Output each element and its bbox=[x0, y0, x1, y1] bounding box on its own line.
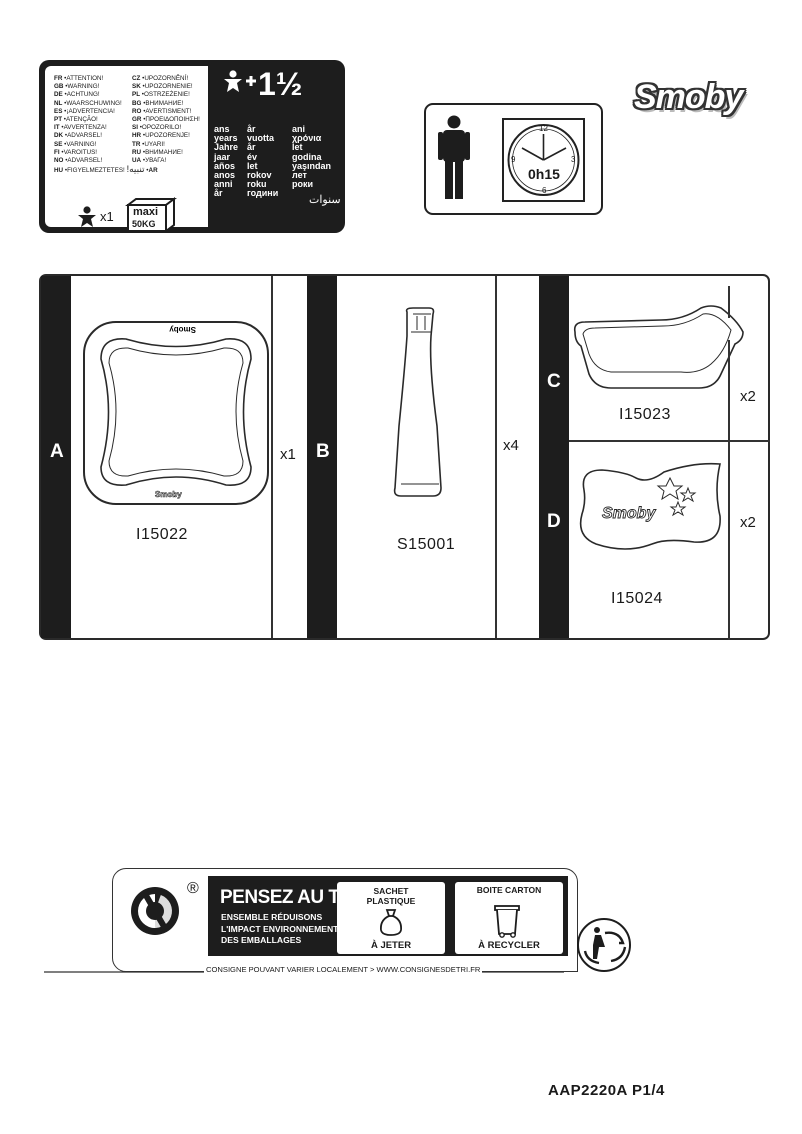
warning-line: NO •ADVARSEL! bbox=[54, 157, 103, 165]
part-letter: C bbox=[547, 371, 561, 392]
warning-line: HR •UPOZORENJE! bbox=[132, 132, 190, 140]
warning-line: SE •VARNING! bbox=[54, 140, 97, 148]
age-number: 1½ bbox=[258, 66, 303, 102]
divider bbox=[569, 440, 770, 442]
warning-line: RO •AVERTISMENT! bbox=[132, 107, 192, 115]
assembly-info-box: 12 3 6 9 0h15 bbox=[424, 103, 603, 215]
part-qty: x2 bbox=[740, 514, 756, 531]
part-letter: B bbox=[316, 441, 330, 462]
divider bbox=[728, 286, 730, 318]
part-letter: D bbox=[547, 511, 561, 532]
max-weight: 50KG bbox=[132, 219, 156, 229]
svg-text:Smoby: Smoby bbox=[602, 505, 656, 522]
plastic-bag-title: SACHET PLASTIQUE bbox=[366, 886, 416, 906]
carton-title: BOITE CARTON bbox=[476, 885, 542, 895]
clock-number: 6 bbox=[542, 186, 547, 195]
warning-line: SI •OPOZORILO! bbox=[132, 124, 182, 132]
part-code: I15023 bbox=[619, 406, 671, 423]
warning-line: GB •WARNING! bbox=[54, 83, 100, 91]
warning-line: TR •UYARI! bbox=[132, 140, 165, 148]
warning-line: BG •ВНИМАНИЕ! bbox=[132, 99, 184, 107]
divider bbox=[728, 340, 730, 640]
child-qty: x1 bbox=[100, 209, 114, 224]
part-b-bar: B bbox=[307, 276, 337, 638]
max-weight-box-icon: maxi 50KG bbox=[124, 197, 178, 238]
consigne-text: CONSIGNE POUVANT VARIER LOCALEMENT > WWW… bbox=[204, 965, 483, 974]
recycling-bin-icon bbox=[494, 905, 520, 938]
warning-languages: FR •ATTENTION! GB •WARNING! DE •ACHTUNG!… bbox=[45, 66, 208, 233]
warning-line: SK •UPOZORNENIE! bbox=[132, 83, 193, 91]
clock-frame: 12 3 6 9 0h15 bbox=[502, 118, 585, 202]
divider bbox=[495, 276, 497, 638]
green-dot-icon bbox=[131, 887, 179, 935]
warning-line: PL •OSTRZEŻENIE! bbox=[132, 91, 190, 99]
plastic-bag-icon bbox=[380, 909, 402, 936]
part-d-lid-image: Smoby bbox=[579, 462, 721, 550]
warning-line: DE •ACHTUNG! bbox=[54, 91, 100, 99]
clock-number: 9 bbox=[511, 155, 516, 164]
warning-panel: FR •ATTENTION! GB •WARNING! DE •ACHTUNG!… bbox=[39, 60, 345, 233]
part-qty: x4 bbox=[503, 437, 519, 454]
warning-line: PT •ATENÇÃO! bbox=[54, 116, 98, 124]
clock-number: 3 bbox=[571, 155, 576, 164]
warning-line: UA •УВАГА! bbox=[132, 157, 167, 165]
carton-action: À RECYCLER bbox=[478, 940, 540, 951]
max-label: maxi bbox=[133, 206, 159, 218]
child-icon bbox=[78, 206, 96, 227]
brand-logo: Smoby bbox=[634, 78, 743, 116]
warning-line: ES •¡ADVERTENCIA! bbox=[54, 107, 115, 115]
document-reference: AAP2220A P1/4 bbox=[548, 1082, 665, 1099]
child-plus-icon bbox=[224, 70, 256, 92]
warning-line: CZ •UPOZORNĚNÍ! bbox=[132, 75, 189, 82]
part-code: I15024 bbox=[611, 590, 663, 607]
plastic-bag-box: SACHET PLASTIQUE À JETER bbox=[337, 882, 445, 954]
warning-line: DK •ADVARSEL! bbox=[54, 132, 102, 140]
svg-text:Smoby: Smoby bbox=[169, 325, 196, 334]
adult-icon bbox=[438, 115, 470, 199]
recycling-subtitle: ENSEMBLE RÉDUISONS L'IMPACT ENVIRONNEMEN… bbox=[221, 912, 350, 945]
part-c-tray-image bbox=[573, 305, 744, 389]
registered-mark: ® bbox=[187, 880, 199, 897]
age-years-arabic: سنوات bbox=[309, 194, 341, 206]
part-cd-bar: C D bbox=[539, 276, 569, 638]
part-letter: A bbox=[50, 441, 64, 462]
warning-line: FR •ATTENTION! bbox=[54, 75, 104, 82]
warning-line: FI •VAROITUS! bbox=[54, 148, 98, 156]
warning-line: RU •ВНИМАНИЕ! bbox=[132, 148, 183, 156]
clock-number: 12 bbox=[539, 124, 548, 133]
part-a-bar: A bbox=[41, 276, 71, 638]
carton-box: BOITE CARTON À RECYCLER bbox=[455, 882, 563, 954]
divider bbox=[271, 276, 273, 638]
plastic-bag-action: À JETER bbox=[370, 940, 412, 951]
clock-icon bbox=[507, 124, 580, 196]
part-code: I15022 bbox=[136, 526, 188, 543]
part-a-frame-image: Smoby Smoby bbox=[83, 321, 269, 505]
warning-line: GR •ΠΡΟΕΙΔΟΠΟΙΗΣΗ! bbox=[132, 116, 200, 124]
warning-col-2: CZ •UPOZORNĚNÍ! SK •UPOZORNENIE! PL •OST… bbox=[132, 75, 200, 165]
warning-line: NL •WAARSCHUWING! bbox=[54, 99, 122, 107]
warning-line: IT •AVVERTENZA! bbox=[54, 124, 107, 132]
assembly-time: 0h15 bbox=[528, 166, 560, 182]
triman-icon bbox=[577, 918, 631, 972]
svg-text:Smoby: Smoby bbox=[155, 490, 182, 499]
warning-line: HU •FIGYELMEZTETES! !تنبيه •AR bbox=[54, 164, 158, 175]
part-qty: x1 bbox=[280, 446, 296, 463]
recycling-title: PENSEZ AU TRI ! bbox=[220, 887, 369, 908]
warning-col-1: FR •ATTENTION! GB •WARNING! DE •ACHTUNG!… bbox=[54, 75, 158, 175]
parts-list: A Smoby Smoby I15022 x1 B S15001 x4 C D … bbox=[39, 274, 770, 640]
part-b-leg-image bbox=[393, 307, 442, 497]
part-qty: x2 bbox=[740, 388, 756, 405]
part-code: S15001 bbox=[397, 536, 456, 553]
